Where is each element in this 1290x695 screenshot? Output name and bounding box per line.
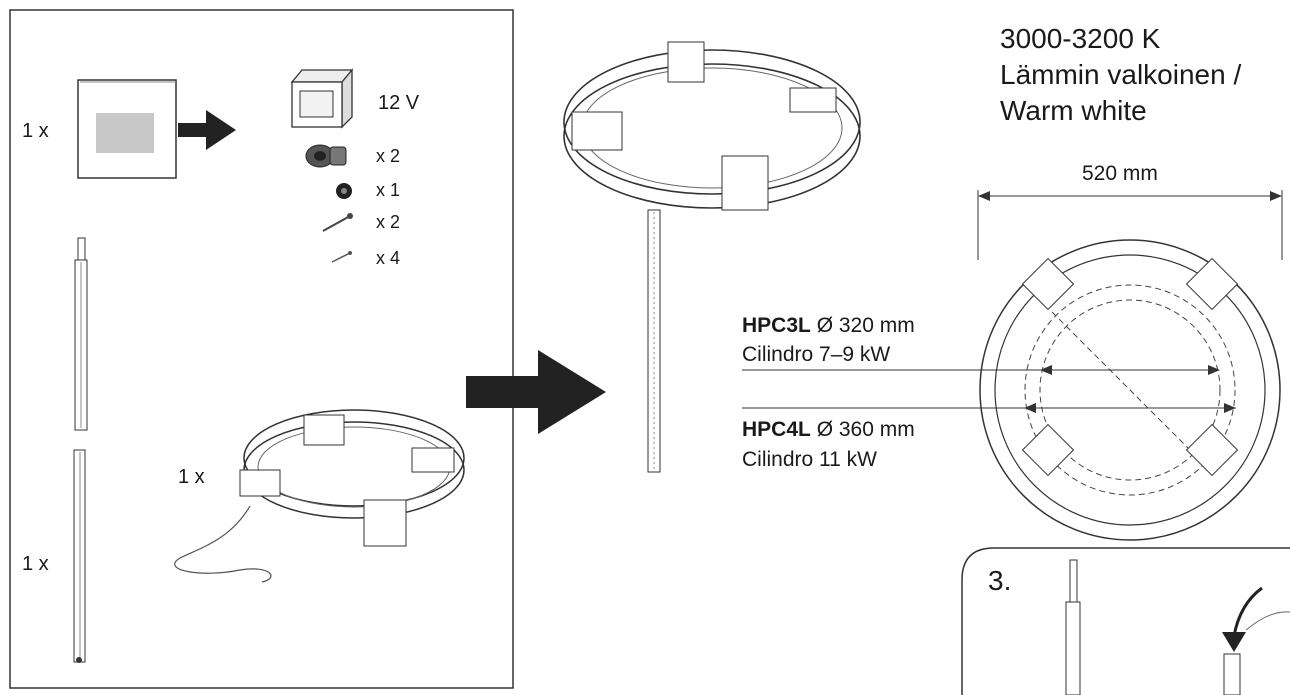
color-name-fi-label: Lämmin valkoinen / — [1000, 59, 1242, 90]
power-supply-icon — [290, 68, 354, 129]
color-temp-label: 3000-3200 K — [1000, 23, 1161, 54]
color-name-en-label: Warm white — [1000, 95, 1147, 126]
model-2-diameter: Ø 360 mm — [816, 418, 915, 441]
rod-qty-label: 1 x — [22, 553, 49, 575]
nail-qty-label: x 4 — [376, 248, 401, 268]
model-1-diameter: Ø 320 mm — [816, 314, 915, 337]
ring-qty-label: 1 x — [178, 466, 205, 488]
grommet-qty-label: x 1 — [376, 180, 401, 200]
model-1-code: HPC3L — [742, 314, 811, 337]
step-curved-arrow-icon — [1222, 586, 1290, 695]
gland-qty-label: x 2 — [376, 146, 401, 166]
step-rod-icon — [1065, 559, 1081, 695]
nail-icon — [331, 251, 352, 263]
screw-icon — [322, 213, 353, 232]
parts-panel-frame — [9, 9, 514, 689]
step-panel-frame — [961, 547, 1290, 695]
model-2-row: HPC4L Ø 360 mm — [742, 418, 915, 442]
model-2-code: HPC4L — [742, 418, 811, 441]
model-1-desc: Cilindro 7–9 kW — [742, 343, 891, 366]
cable-gland-icon — [305, 144, 347, 168]
arrow-right-large-icon — [466, 350, 606, 434]
screw-qty-label: x 2 — [376, 212, 401, 232]
power-label: 12 V — [378, 92, 420, 114]
model-2-desc: Cilindro 11 kW — [742, 448, 877, 471]
ring-top-view-icon — [742, 190, 1283, 541]
outer-diameter-label: 520 mm — [1082, 162, 1158, 185]
heater-ring-small-icon — [174, 409, 465, 583]
grommet-icon — [336, 183, 352, 199]
support-rod-lower-icon — [73, 449, 86, 663]
model-1-row: HPC3L Ø 320 mm — [742, 314, 915, 338]
arrow-right-icon — [178, 110, 236, 150]
controller-qty-label: 1 x — [22, 120, 49, 142]
assembled-heater-icon — [563, 41, 861, 473]
controller-unit-icon — [77, 79, 177, 179]
step-number-label: 3. — [988, 565, 1012, 596]
support-rod-upper-icon — [74, 237, 88, 431]
